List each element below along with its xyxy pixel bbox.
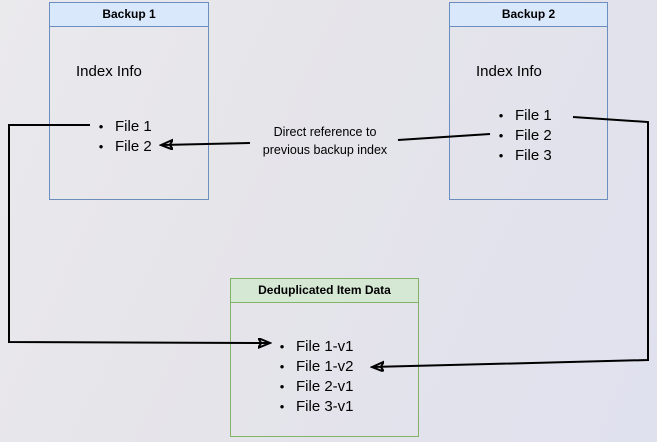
backup2-file-list: • File 1 • File 2 • File 3 xyxy=(496,105,552,165)
backup1-file-list: • File 1 • File 2 xyxy=(96,116,152,156)
list-item: • File 2 xyxy=(96,136,152,156)
bullet-icon: • xyxy=(279,378,285,394)
list-item: • File 2-v1 xyxy=(277,376,354,396)
list-item: • File 1-v2 xyxy=(277,356,354,376)
bullet-icon: • xyxy=(279,398,285,414)
list-item: • File 3 xyxy=(496,145,552,165)
file-label: File 2 xyxy=(515,126,552,144)
annotation-line1: Direct reference to xyxy=(273,125,377,139)
backup1-subtitle: Index Info xyxy=(76,63,142,80)
file-label: File 1 xyxy=(515,106,552,124)
deduplicated-item-data-box: Deduplicated Item Data • File 1-v1 • Fil… xyxy=(230,278,419,437)
backup1-box: Backup 1 Index Info • File 1 • File 2 xyxy=(49,2,209,200)
bullet-icon: • xyxy=(98,118,104,134)
list-item: • File 3-v1 xyxy=(277,396,354,416)
bullet-icon: • xyxy=(498,107,504,123)
file-label: File 1-v1 xyxy=(296,337,354,355)
backup2-box: Backup 2 Index Info • File 1 • File 2 • … xyxy=(449,2,608,200)
list-item: • File 1 xyxy=(496,105,552,125)
backup1-header: Backup 1 xyxy=(50,3,208,27)
list-item: • File 1 xyxy=(96,116,152,136)
file-label: File 1-v2 xyxy=(296,357,354,375)
bullet-icon: • xyxy=(498,147,504,163)
file-label: File 1 xyxy=(115,117,152,135)
bullet-icon: • xyxy=(498,127,504,143)
backup2-header: Backup 2 xyxy=(450,3,607,27)
file-label: File 3 xyxy=(515,146,552,164)
bullet-icon: • xyxy=(279,338,285,354)
file-label: File 3-v1 xyxy=(296,397,354,415)
annotation-line2: previous backup index xyxy=(262,143,388,157)
file-label: File 2-v1 xyxy=(296,377,354,395)
bullet-icon: • xyxy=(279,358,285,374)
list-item: • File 2 xyxy=(496,125,552,145)
file-label: File 2 xyxy=(115,137,152,155)
dedup-file-list: • File 1-v1 • File 1-v2 • File 2-v1 • Fi… xyxy=(277,336,354,416)
bullet-icon: • xyxy=(98,138,104,154)
dedup-header: Deduplicated Item Data xyxy=(231,279,418,303)
direct-reference-annotation: Direct reference to previous backup inde… xyxy=(215,123,435,159)
backup2-subtitle: Index Info xyxy=(476,63,542,80)
list-item: • File 1-v1 xyxy=(277,336,354,356)
